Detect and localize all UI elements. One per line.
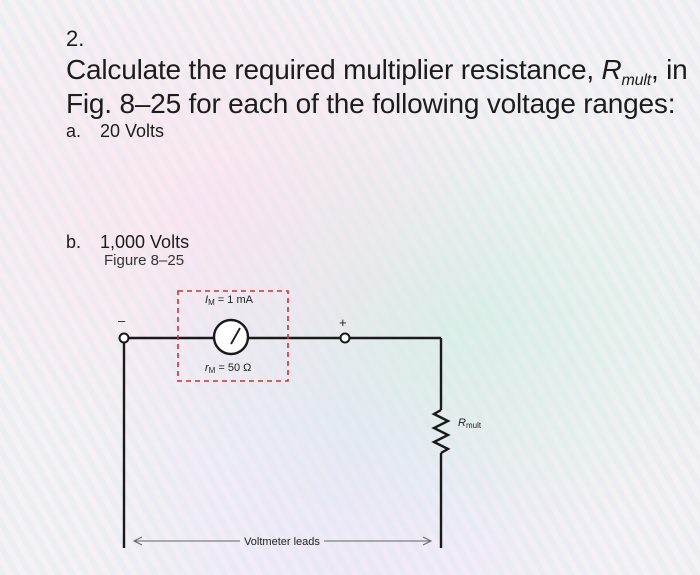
meter-needle-icon [230,327,241,345]
voltmeter-leads-label: Voltmeter leads [244,536,320,548]
leads-arrowhead-right [422,536,433,546]
option-a-text: 20 Volts [100,121,165,141]
figure-label: Figure 8–25 [104,252,185,269]
question-number: 2. [66,26,85,51]
meter-dashed-box [177,290,289,382]
im-label: IM = 1 mA [205,294,254,307]
rmult-variable: Rmult [601,54,652,89]
rm-label: rM = 50 Ω [205,362,251,375]
option-b-text: 1,000 Volts [100,232,190,252]
minus-sign: – [118,313,126,328]
option-b: b. 1,000 Volts [66,232,189,253]
rmult-resistor [431,408,451,455]
option-a-letter: a. [66,121,82,141]
rmult-label: Rmult [458,417,482,430]
option-b-letter: b. [66,232,82,252]
meter-icon [212,318,250,356]
question-line-1: Calculate the required multiplier resist… [66,54,688,89]
question-line-2: Fig. 8–25 for each of the following volt… [66,88,676,119]
leads-arrowhead-left [132,536,143,546]
question-text-part2: , in [650,54,688,85]
right-terminal-icon [339,332,351,344]
question-text-part1: Calculate the required multiplier resist… [66,54,602,85]
plus-sign: + [339,315,347,330]
option-a: a. 20 Volts [66,121,164,142]
left-terminal-icon [118,332,130,344]
